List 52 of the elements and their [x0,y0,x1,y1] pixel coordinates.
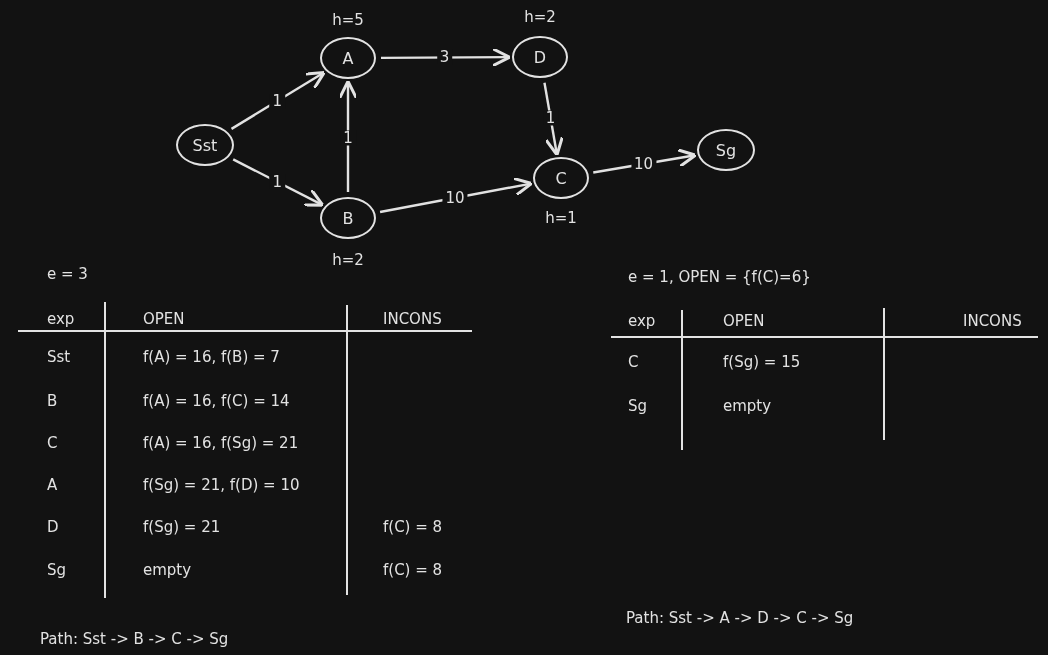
table-cell: f(Sg) = 15 [723,355,801,370]
node-label: D [533,47,547,67]
table-header: exp [47,312,75,327]
table-cell: empty [723,399,772,414]
note: e = 1, OPEN = {f(C)=6} [628,270,811,285]
table-cell: D [47,520,59,535]
arrow [230,70,326,130]
table-cell: f(C) = 8 [383,520,443,535]
state-node [320,197,376,239]
node-label: C [555,168,567,188]
arrow [232,158,325,207]
node-label: B [342,208,354,228]
node-label: Sg [715,140,737,160]
table-header: OPEN [723,314,765,329]
state-node [533,157,589,199]
edge-label: 1 [269,174,285,190]
table-cell: C [628,355,639,370]
table-header: exp [628,314,656,329]
table-header: INCONS [383,312,442,327]
path-note: Path: Sst -> B -> C -> Sg [40,632,229,647]
heuristic-label: h=2 [523,9,557,25]
table-cell: f(A) = 16, f(C) = 14 [143,394,290,409]
table-header: INCONS [963,314,1022,329]
table-header: OPEN [143,312,185,327]
table-cell: Sg [628,399,648,414]
node-label: A [342,48,354,68]
note: e = 3 [47,267,88,282]
table-cell: f(Sg) = 21, f(D) = 10 [143,478,300,493]
state-node [697,129,755,171]
table-cell: f(Sg) = 21 [143,520,221,535]
table-cell: Sg [47,563,67,578]
table-cell: Sst [47,350,71,365]
table-cell: f(C) = 8 [383,563,443,578]
path-note: Path: Sst -> A -> D -> C -> Sg [626,611,854,626]
edge-label: 1 [269,93,285,109]
heuristic-label: h=2 [331,252,365,268]
heuristic-label: h=5 [331,12,365,28]
state-node [320,37,376,79]
node-label: Sst [192,135,218,155]
arrow [381,47,512,68]
table-cell: B [47,394,58,409]
table-cell: C [47,436,58,451]
heuristic-label: h=1 [544,210,578,226]
edge-label: 10 [442,190,468,206]
edge-label: 3 [436,50,453,65]
edge-label: 10 [630,156,657,172]
table-cell: f(A) = 16, f(B) = 7 [143,350,280,365]
table-cell: empty [143,563,192,578]
table-cell: A [47,478,58,493]
table-cell: f(A) = 16, f(Sg) = 21 [143,436,299,451]
state-node [176,124,234,166]
state-node [512,36,568,78]
